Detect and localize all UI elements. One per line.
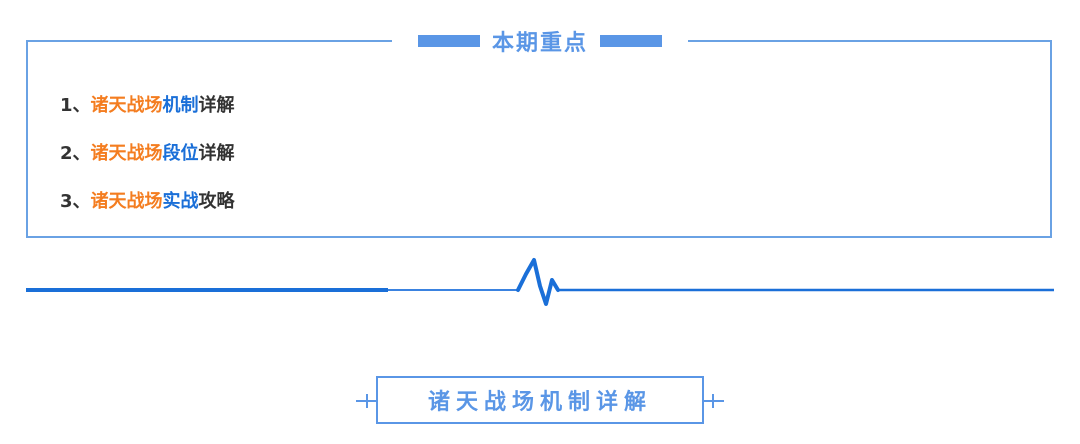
key-point-topic: 实战: [162, 191, 199, 212]
pulse-divider: [26, 258, 1054, 306]
key-point-number: 1、: [60, 95, 91, 116]
section-heading: 诸天战场机制详解: [356, 376, 724, 426]
key-point-number: 2、: [60, 143, 91, 164]
key-point-subject: 诸天战场: [90, 191, 163, 212]
key-point-item-2: 2、诸天战场段位详解: [60, 136, 235, 184]
key-points-list: 1、诸天战场机制详解 2、诸天战场段位详解 3、诸天战场实战攻略: [60, 88, 235, 232]
key-point-suffix: 详解: [198, 95, 235, 116]
section-tick-right: [712, 394, 714, 408]
section-title: 诸天战场机制详解: [427, 390, 652, 415]
pulse-heartbeat: [516, 258, 560, 306]
section-tick-left: [366, 394, 368, 408]
section-title-box: 诸天战场机制详解: [376, 376, 704, 424]
key-point-item-3: 3、诸天战场实战攻略: [60, 184, 235, 232]
key-point-suffix: 攻略: [198, 191, 235, 212]
key-points-header: 本期重点: [392, 24, 688, 58]
key-point-topic: 段位: [162, 143, 199, 164]
key-point-number: 3、: [60, 191, 91, 212]
header-bar-left: [417, 35, 480, 47]
header-bar-right: [600, 35, 662, 47]
key-point-suffix: 详解: [198, 143, 235, 164]
key-point-subject: 诸天战场: [90, 143, 163, 164]
key-point-topic: 机制: [162, 95, 199, 116]
key-point-subject: 诸天战场: [90, 95, 163, 116]
key-points-title: 本期重点: [491, 31, 588, 56]
key-point-item-1: 1、诸天战场机制详解: [60, 88, 235, 136]
